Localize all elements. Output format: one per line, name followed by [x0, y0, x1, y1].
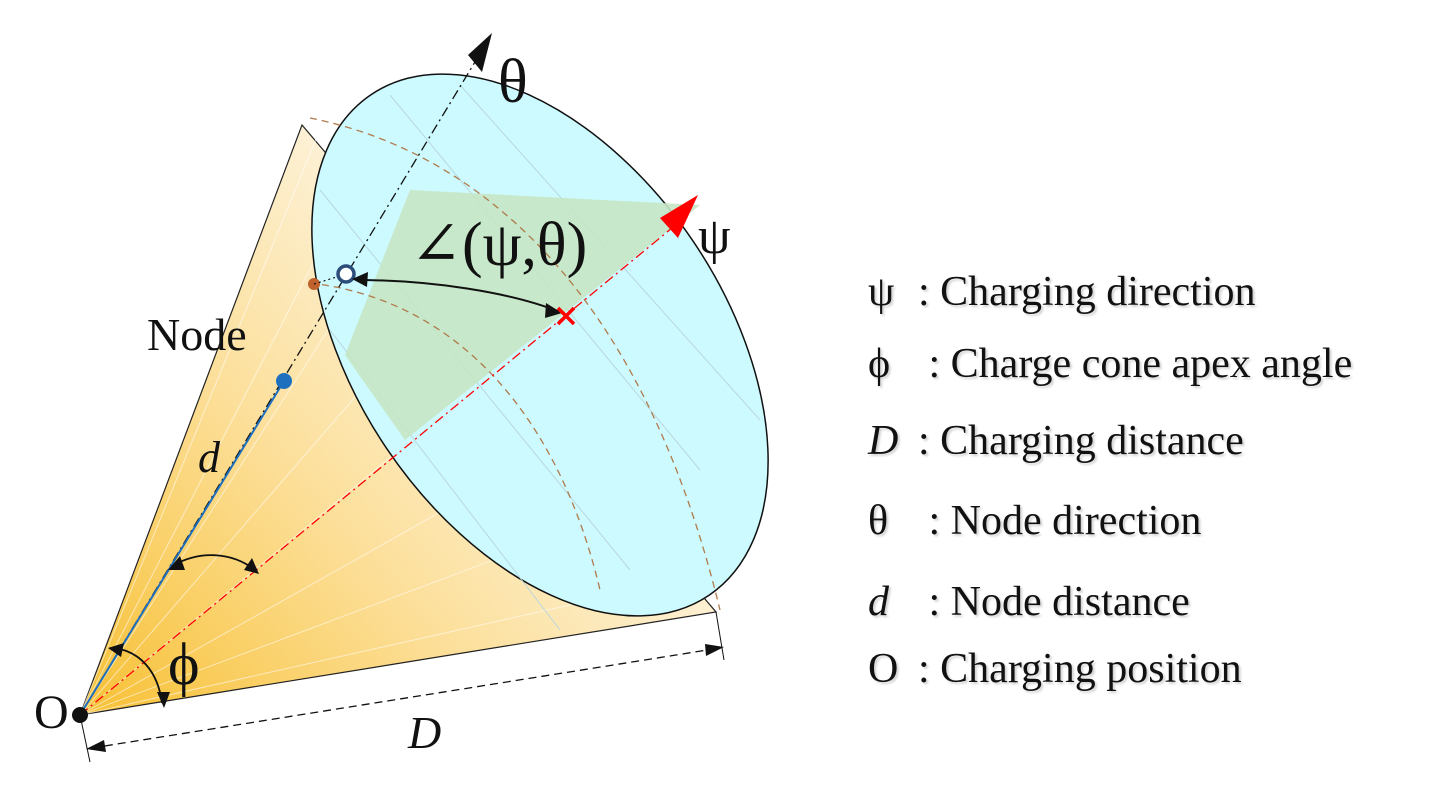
- legend-symbol: ψ: [868, 269, 895, 315]
- charging-direction-axis: [79, 227, 673, 716]
- distance-arrow-left: [86, 740, 106, 752]
- node-distance-line: [79, 380, 285, 716]
- legend-symbol: θ: [868, 498, 889, 544]
- projection-dotted-link: [313, 273, 347, 285]
- arc-outer: [309, 117, 721, 611]
- legend-symbol: D: [868, 418, 899, 464]
- node-point: [276, 373, 292, 389]
- apex-point: [72, 707, 88, 723]
- node-direction-marker: [336, 264, 356, 284]
- node-axis-arrowhead: [468, 33, 492, 72]
- charging-axis-label: ψ: [698, 208, 731, 265]
- angle-arc-arrow: [355, 279, 561, 313]
- distance-arrow-right: [705, 644, 724, 656]
- apex-arrow-bottom: [157, 692, 170, 708]
- apex-angle-label: ϕ: [168, 631, 200, 697]
- apex-arrow-top: [108, 643, 124, 657]
- distance-extension-right: [715, 611, 725, 661]
- charging-axis-arrowhead: [660, 195, 698, 238]
- angle-arrowhead-left: [352, 272, 368, 287]
- small-arc-arrow-left: [168, 556, 185, 570]
- legend-text: : Node distance: [918, 579, 1190, 625]
- legend-item: D : Charging distance: [868, 417, 1244, 465]
- small-arc-arrow-right: [244, 558, 259, 574]
- legend-text: : Charging distance: [918, 418, 1244, 464]
- legend-symbol: d: [868, 579, 889, 625]
- legend-text: : Charging direction: [918, 269, 1256, 315]
- node-axis-label: θ: [498, 48, 528, 116]
- charging-axis-intersection-mark: [556, 306, 576, 326]
- legend-text: : Charge cone apex angle: [918, 341, 1353, 387]
- distance-dimension-line: [91, 647, 721, 749]
- angle-sector: [345, 190, 700, 440]
- distance-extension-left: [79, 714, 91, 763]
- legend-item: d : Node distance: [868, 578, 1190, 626]
- distance-label: D: [407, 707, 441, 758]
- angle-label: ∠(ψ,θ): [410, 211, 587, 279]
- legend-symbol: ϕ: [868, 341, 891, 387]
- legend-symbol: O: [868, 646, 899, 692]
- legend-item: O : Charging position: [868, 645, 1242, 693]
- angle-arrowhead-right: [545, 303, 562, 318]
- legend-text: : Charging position: [918, 646, 1242, 692]
- legend-item: ϕ : Charge cone apex angle: [868, 340, 1352, 388]
- node-label: Node: [147, 309, 247, 360]
- node-distance-label: d: [198, 433, 221, 482]
- legend-text: : Node direction: [918, 498, 1202, 544]
- legend-item: θ : Node direction: [868, 497, 1201, 545]
- apex-label: O: [34, 686, 69, 739]
- legend-item: ψ : Charging direction: [868, 268, 1256, 316]
